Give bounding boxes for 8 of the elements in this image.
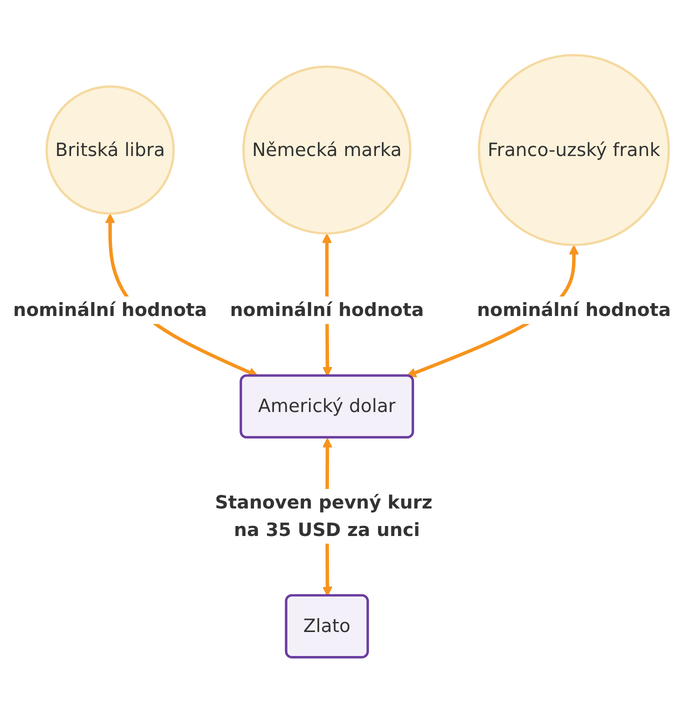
node-circle xyxy=(478,54,670,246)
diagram: nominální hodnota nominální hodnota nominální hodnota Stanoven pevný kurz na 35 USD za unci Britská libra Německá marka Franco-uzský frank Americký dolar Zlato xyxy=(4,46,680,667)
node-circle xyxy=(45,86,175,216)
node-circle xyxy=(242,66,412,235)
edge-label: Stanoven pevný kurz na 35 USD za unci xyxy=(214,491,432,541)
edge-label: nominální hodnota xyxy=(13,299,208,321)
edge-label: nominální hodnota xyxy=(230,299,424,321)
edge-label: nominální hodnota xyxy=(476,299,671,321)
